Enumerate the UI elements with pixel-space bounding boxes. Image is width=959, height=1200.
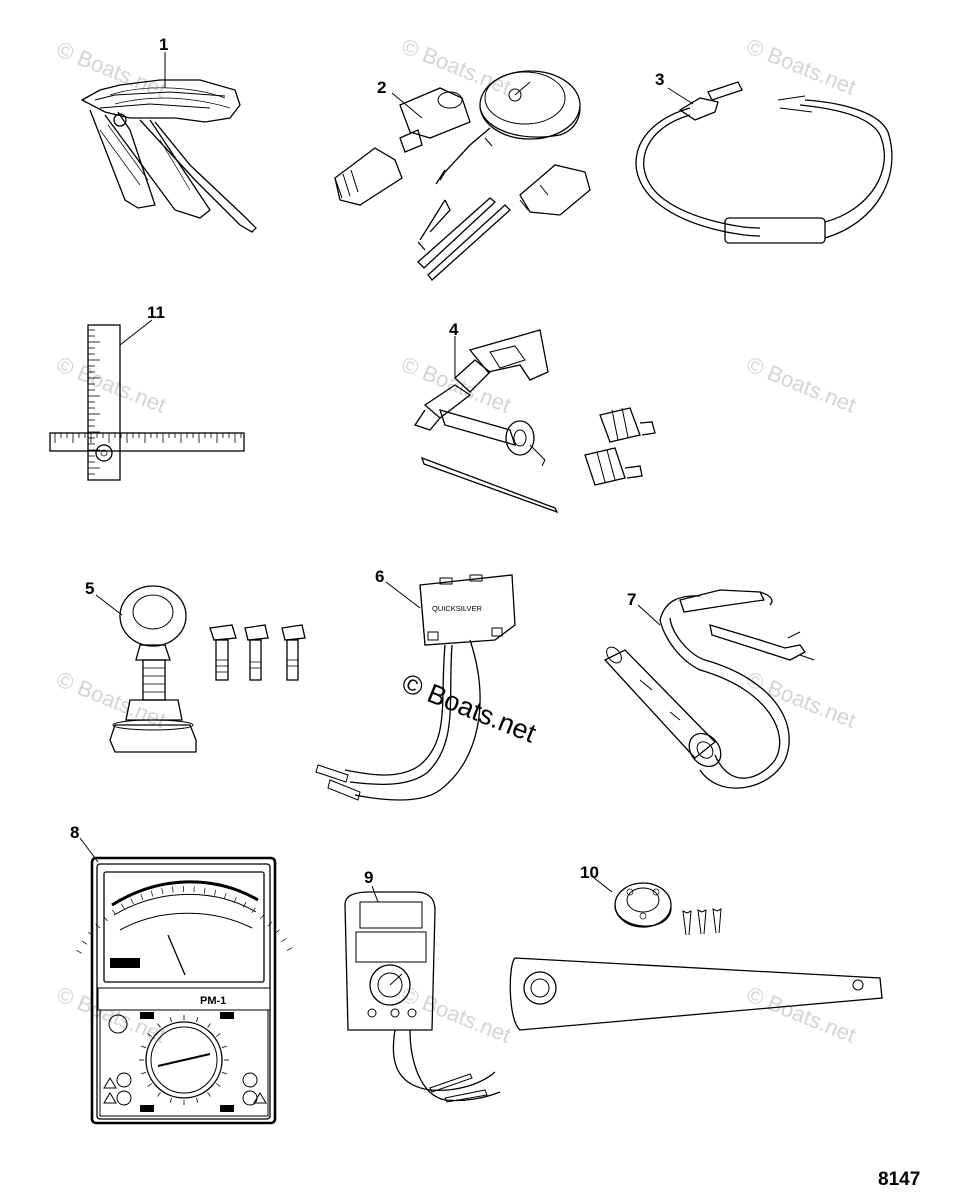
part-11-illustration bbox=[49, 319, 245, 481]
part-6-illustration: QUICKSILVER bbox=[315, 574, 516, 801]
tick-mark bbox=[223, 892, 227, 899]
watermark: © Boats.net bbox=[398, 33, 514, 99]
part-1-illustration bbox=[80, 52, 257, 233]
tick-mark bbox=[169, 1097, 173, 1103]
tick-mark bbox=[233, 897, 237, 903]
callout-7: 7 bbox=[627, 590, 636, 609]
tick-mark bbox=[281, 938, 287, 943]
tick-mark bbox=[221, 1045, 227, 1049]
watermark: © Boats.net bbox=[743, 981, 859, 1047]
tick-mark bbox=[120, 903, 125, 909]
tick-mark bbox=[214, 889, 217, 896]
tick-mark bbox=[286, 947, 293, 951]
tick-mark bbox=[141, 1071, 147, 1075]
watermarks: © Boats.net © Boats.net © Boats.net © Bo… bbox=[53, 33, 859, 1047]
watermark: © Boats.net bbox=[743, 33, 859, 99]
callout-11: 11 bbox=[147, 303, 165, 322]
center-watermark: © Boats.net bbox=[398, 668, 541, 749]
callout-1: 1 bbox=[159, 35, 168, 54]
meter-model: PM-1 bbox=[200, 995, 226, 1007]
tick-mark bbox=[242, 901, 247, 908]
watermark: © Boats.net bbox=[743, 351, 859, 417]
tick-mark bbox=[161, 888, 164, 895]
tick-mark bbox=[76, 949, 82, 954]
callout-8: 8 bbox=[70, 823, 79, 842]
tick-mark bbox=[111, 909, 116, 915]
part-3-illustration bbox=[635, 81, 893, 244]
tick-mark bbox=[103, 916, 108, 922]
tick-mark bbox=[95, 923, 101, 929]
diagram-number: 8147 bbox=[878, 1169, 920, 1190]
callout-2: 2 bbox=[377, 78, 386, 97]
callout-6: 6 bbox=[375, 567, 384, 586]
tick-mark bbox=[195, 1017, 199, 1023]
part-7-illustration bbox=[603, 589, 815, 789]
tick-mark bbox=[147, 1033, 152, 1037]
part-8-illustration: ES PM-1 bbox=[76, 837, 293, 1125]
tick-mark bbox=[140, 894, 144, 900]
callout-3: 3 bbox=[655, 70, 664, 89]
tick-mark bbox=[207, 1092, 211, 1097]
tick-mark bbox=[169, 1017, 173, 1023]
callout-4: 4 bbox=[449, 320, 459, 339]
callout-5: 5 bbox=[85, 579, 94, 598]
part-5-illustration bbox=[95, 585, 306, 753]
tick-mark bbox=[150, 890, 154, 897]
tick-mark bbox=[203, 887, 206, 894]
tick-mark bbox=[259, 914, 265, 920]
tick-mark bbox=[274, 929, 280, 934]
box-label: QUICKSILVER bbox=[432, 604, 482, 613]
tick-mark bbox=[216, 1033, 221, 1037]
watermark: © Boats.net bbox=[53, 351, 169, 417]
tick-mark bbox=[216, 1083, 221, 1087]
tick-mark bbox=[172, 886, 174, 893]
tick-mark bbox=[207, 1023, 211, 1028]
tick-mark bbox=[130, 898, 134, 905]
callout-10: 10 bbox=[580, 863, 599, 882]
tick-mark bbox=[141, 1045, 147, 1049]
part-9-illustration bbox=[344, 885, 501, 1103]
watermark: © Boats.net bbox=[398, 351, 514, 417]
part-10-illustration bbox=[509, 877, 883, 1031]
tick-mark bbox=[147, 1083, 152, 1087]
tick-mark bbox=[267, 921, 273, 927]
tick-mark bbox=[88, 931, 94, 937]
tick-mark bbox=[157, 1092, 161, 1097]
tick-mark bbox=[221, 1071, 227, 1075]
callout-9: 9 bbox=[364, 868, 373, 887]
part-2-illustration bbox=[334, 70, 591, 281]
part-4-illustration bbox=[413, 329, 656, 514]
watermark: © Boats.net bbox=[743, 666, 859, 732]
tick-mark bbox=[251, 907, 256, 914]
tick-mark bbox=[81, 940, 88, 945]
tick-mark bbox=[195, 1097, 199, 1103]
tick-mark bbox=[157, 1023, 161, 1028]
